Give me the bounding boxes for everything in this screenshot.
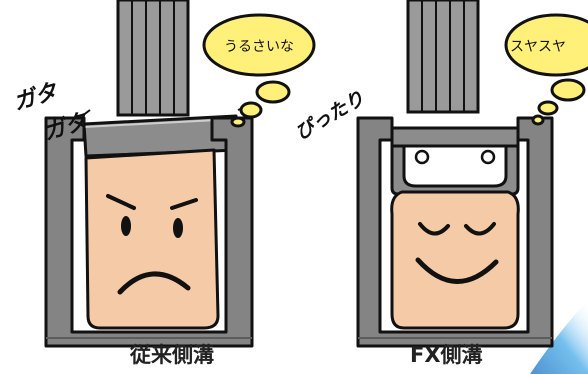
left-thought-text: うるさいな	[224, 39, 294, 55]
right-load-column	[406, 0, 480, 114]
right-caption: FX側溝	[410, 343, 483, 367]
blue-corner-swoosh	[530, 300, 588, 374]
left-caption: 従来側溝	[130, 343, 214, 367]
right-thought-bubble: スヤスヤ	[504, 13, 588, 126]
left-gutter	[44, 116, 254, 348]
right-gutter	[356, 116, 554, 348]
left-thought-bubble: うるさいな	[202, 13, 316, 128]
worried-face	[84, 148, 220, 330]
left-sound-top: ガタ	[11, 79, 62, 116]
right-fitted-lid	[390, 126, 520, 196]
sleeping-smiling-face	[390, 190, 520, 330]
right-panel: スヤスヤ ぴったり	[292, 0, 588, 348]
left-load-column	[116, 0, 190, 117]
left-panel: うるさいな ガタ ガタ	[11, 0, 316, 348]
right-thought-text: スヤスヤ	[510, 39, 566, 55]
